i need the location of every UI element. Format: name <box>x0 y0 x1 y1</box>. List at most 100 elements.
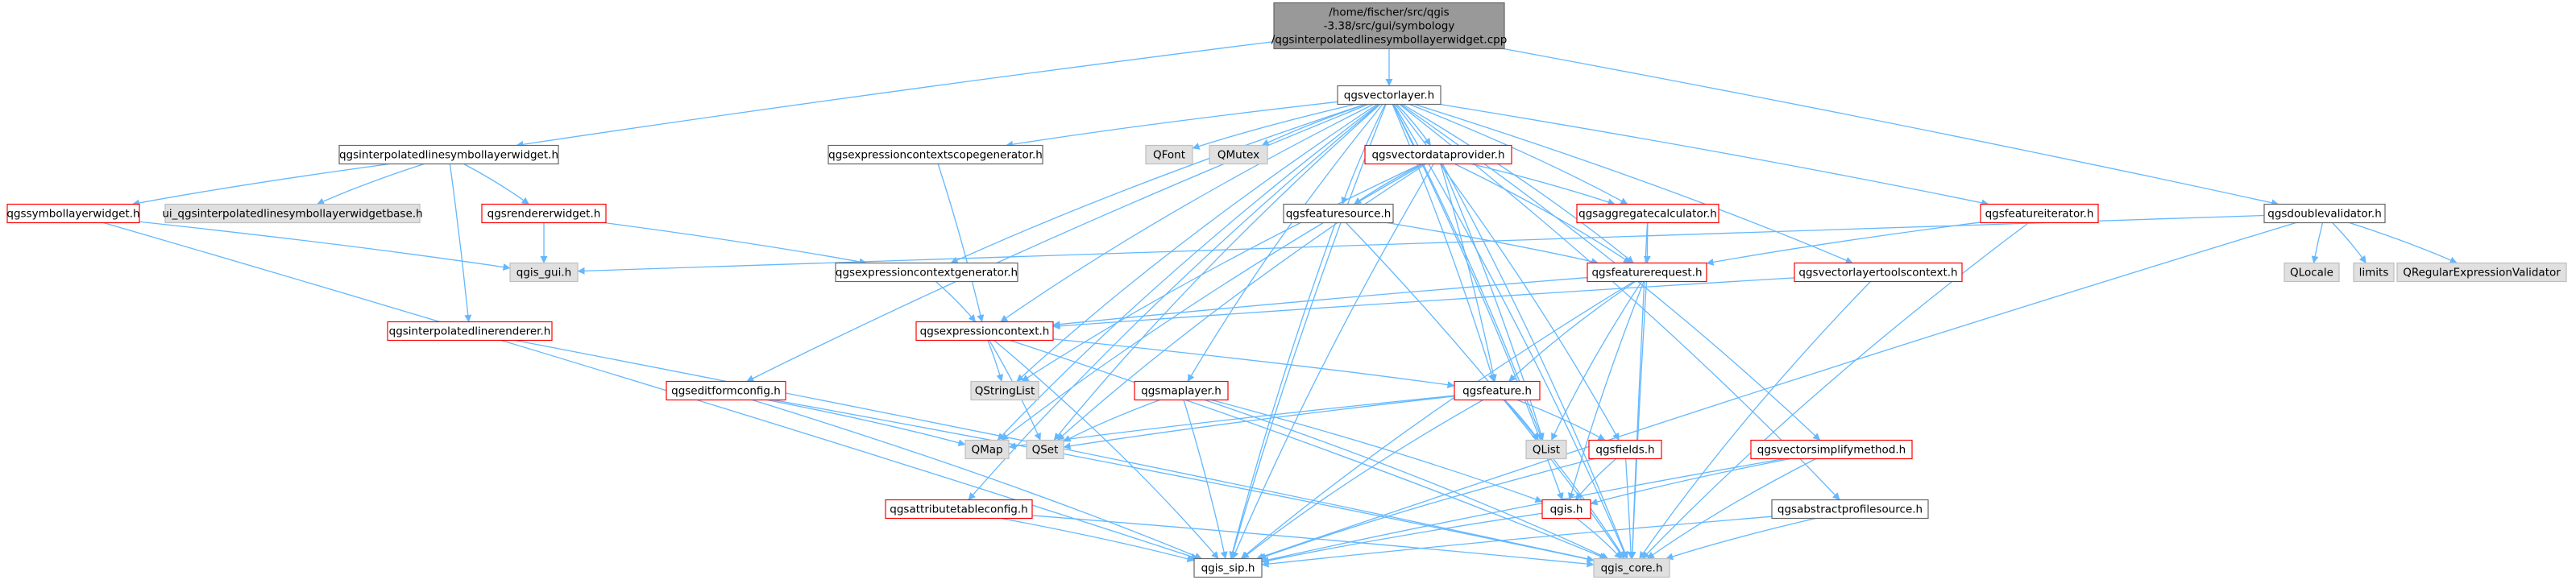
edge-qgis-to-qgis_sip <box>1261 512 1543 565</box>
edge-qgsfields-to-qgis_core <box>1624 458 1635 559</box>
node-qgsfeatureiterator[interactable]: qgsfeatureiterator.h <box>1980 203 2099 224</box>
edge-qgsexpressioncontext-to-qgis_sip <box>993 340 1219 559</box>
node-box <box>1364 144 1512 165</box>
edge-qgsfeature-to-QMap <box>1008 395 1455 450</box>
edge-qgsinterpolatedlinesymbollayerwidget-to-qgsinterpolatedlinerenderer <box>449 164 472 322</box>
node-box <box>915 321 1054 342</box>
node-box <box>1771 499 1929 520</box>
node-qgis_core[interactable]: qgis_core.h <box>1593 557 1670 578</box>
edge-qgsvectorlayer-to-qgsvectordataprovider <box>1396 104 1432 146</box>
node-qgsvectorsimplifymethod[interactable]: qgsvectorsimplifymethod.h <box>1750 439 1913 460</box>
node-box <box>164 203 421 224</box>
edge-qgsdoublevalidator-to-QLocale <box>2311 222 2324 263</box>
node-qgsfields[interactable]: qgsfields.h <box>1588 439 1662 460</box>
edge-qgsvectordataprovider-to-qgsfeature <box>1440 164 1497 382</box>
edge-qgsfeature-to-qgis_core <box>1504 400 1625 559</box>
edge-qgsattributetableconfig-to-qgis_sip <box>1001 517 1195 563</box>
node-qgsrendererwidget[interactable]: qgsrendererwidget.h <box>481 203 607 224</box>
node-QLocale[interactable]: QLocale <box>2284 262 2340 283</box>
edge-qgsfields-to-qgis_sip <box>1259 458 1595 560</box>
edge-qgseditformconfig-to-qgis_core <box>773 399 1595 563</box>
edge-qgsinterpolatedlinerenderer-to-qgis_core <box>515 339 1595 563</box>
node-label: qgis_sip.h <box>1201 562 1255 575</box>
edge-qgsfeaturerequest-to-qgis_sip <box>1240 280 1635 559</box>
node-qgsaggregatecalculator[interactable]: qgsaggregatecalculator.h <box>1576 203 1719 224</box>
node-label: /home/fischer/src/qgis <box>1329 6 1449 19</box>
edge-qgsexpressioncontextgenerator-to-qgsexpressioncontext <box>935 281 977 322</box>
edge-qgsvectordataprovider-to-qgsfeaturesource <box>1354 163 1423 205</box>
node-qgsexpressioncontextscopegenerator[interactable]: qgsexpressioncontextscopegenerator.h <box>828 144 1043 165</box>
node-limits[interactable]: limits <box>2353 262 2395 283</box>
edge-qgsvectorlayer-to-qgsattributetableconfig <box>968 104 1380 500</box>
edge-qgsvectorlayer-to-QFont <box>1192 103 1355 150</box>
node-label: qgsrendererwidget.h <box>487 208 601 221</box>
node-label: qgssymbollayerwidget.h <box>6 208 139 221</box>
edge-qgsfields-to-qgis <box>1574 458 1617 500</box>
node-qgsfeature[interactable]: qgsfeature.h <box>1454 380 1541 401</box>
node-qgsdoublevalidator[interactable]: qgsdoublevalidator.h <box>2263 203 2386 224</box>
node-QStringList[interactable]: QStringList <box>970 380 1039 401</box>
node-label: qgsaggregatecalculator.h <box>1578 208 1717 221</box>
node-qgis_gui[interactable]: qgis_gui.h <box>509 262 579 283</box>
node-QMap[interactable]: QMap <box>964 439 1010 460</box>
node-label: QLocale <box>2290 267 2333 280</box>
node-label: QMutex <box>1217 149 1259 162</box>
node-qgseditformconfig[interactable]: qgseditformconfig.h <box>666 380 786 401</box>
node-box <box>1588 439 1662 460</box>
node-qgsfeaturerequest[interactable]: qgsfeaturerequest.h <box>1587 262 1707 283</box>
node-qgsinterpolatedlinerenderer[interactable]: qgsinterpolatedlinerenderer.h <box>387 321 553 342</box>
node-box <box>338 144 559 165</box>
node-qgsfeaturesource[interactable]: qgsfeaturesource.h <box>1283 203 1394 224</box>
node-box <box>885 499 1033 520</box>
node-QSet[interactable]: QSet <box>1026 439 1064 460</box>
node-box <box>1541 499 1591 520</box>
node-label: -3.38/src/gui/symbology <box>1324 20 1455 33</box>
node-qgsexpressioncontext[interactable]: qgsexpressioncontext.h <box>915 321 1054 342</box>
node-qgsvectorlayertoolscontext[interactable]: qgsvectorlayertoolscontext.h <box>1794 262 1963 283</box>
node-qgsvectordataprovider[interactable]: qgsvectordataprovider.h <box>1364 144 1512 165</box>
node-box <box>1454 380 1541 401</box>
node-qgsvectorlayer[interactable]: qgsvectorlayer.h <box>1337 85 1441 106</box>
edge-qgsdoublevalidator-to-QRegularExpressionValidator <box>2349 222 2458 264</box>
node-qgis[interactable]: qgis.h <box>1541 499 1591 520</box>
node-box <box>2353 262 2395 283</box>
node-QRegularExpressionValidator[interactable]: QRegularExpressionValidator <box>2396 262 2567 283</box>
node-label: qgsfeaturerequest.h <box>1591 267 1702 280</box>
edge-qgsinterpolatedlinesymbollayerwidget-to-ui_base <box>317 163 425 205</box>
node-box <box>835 262 1018 283</box>
edge-qgsabstractprofilesource-to-qgis_sip <box>1261 516 1773 568</box>
edge-qgsfeaturerequest-to-qgis_core <box>1628 281 1648 559</box>
node-root[interactable]: /home/fischer/src/qgis-3.38/src/gui/symb… <box>1271 2 1508 50</box>
edge-qgsdoublevalidator-to-qgis_sip <box>1256 222 2296 560</box>
node-QList[interactable]: QList <box>1525 439 1567 460</box>
node-qgssymbollayerwidget[interactable]: qgssymbollayerwidget.h <box>6 203 140 224</box>
edge-qgsabstractprofilesource-to-qgis_core <box>1665 517 1816 561</box>
node-qgsmaplayer[interactable]: qgsmaplayer.h <box>1134 380 1229 401</box>
node-box <box>828 144 1043 165</box>
node-ui_base[interactable]: ui_qgsinterpolatedlinesymbollayerwidgetb… <box>162 203 423 224</box>
node-QMutex[interactable]: QMutex <box>1209 144 1268 165</box>
node-label: qgsmaplayer.h <box>1141 385 1222 398</box>
edge-qgsfeaturesource-to-qgsfeaturerequest <box>1387 222 1599 265</box>
node-qgsattributetableconfig[interactable]: qgsattributetableconfig.h <box>885 499 1033 520</box>
edge-qgsvectorlayer-to-qgsfeaturerequest <box>1402 103 1634 264</box>
node-qgsabstractprofilesource[interactable]: qgsabstractprofilesource.h <box>1771 499 1929 520</box>
edge-qgsfeaturerequest-to-qgsexpressioncontext <box>1052 276 1588 329</box>
node-label: qgsinterpolatedlinerenderer.h <box>389 325 551 338</box>
node-QFont[interactable]: QFont <box>1145 144 1193 165</box>
edge-qgsvectordataprovider-to-QMap <box>1001 163 1425 441</box>
node-qgsexpressioncontextgenerator[interactable]: qgsexpressioncontextgenerator.h <box>835 262 1018 283</box>
node-qgsinterpolatedlinesymbollayerwidget[interactable]: qgsinterpolatedlinesymbollayerwidget.h <box>338 144 559 165</box>
edge-qgsmaplayer-to-qgis_sip <box>1183 400 1228 559</box>
node-qgis_sip[interactable]: qgis_sip.h <box>1193 557 1263 578</box>
node-box <box>6 203 140 224</box>
edge-qgsvectordataprovider-to-QSet <box>1056 163 1427 441</box>
edge-qgsmaplayer-to-qgis_core <box>1205 399 1609 560</box>
edge-qgsexpressioncontextscopegenerator-to-qgsexpressioncontext <box>937 164 985 322</box>
edge-qgsfeatureiterator-to-qgsfeaturerequest <box>1706 222 1981 266</box>
edge-qgsmaplayer-to-qgis <box>1211 399 1543 503</box>
node-label: qgseditformconfig.h <box>671 385 781 398</box>
edge-qgsdoublevalidator-to-qgis_gui <box>577 214 2265 275</box>
node-box <box>1145 144 1193 165</box>
edge-qgsvectorlayer-to-qgis_sip <box>1229 104 1387 559</box>
